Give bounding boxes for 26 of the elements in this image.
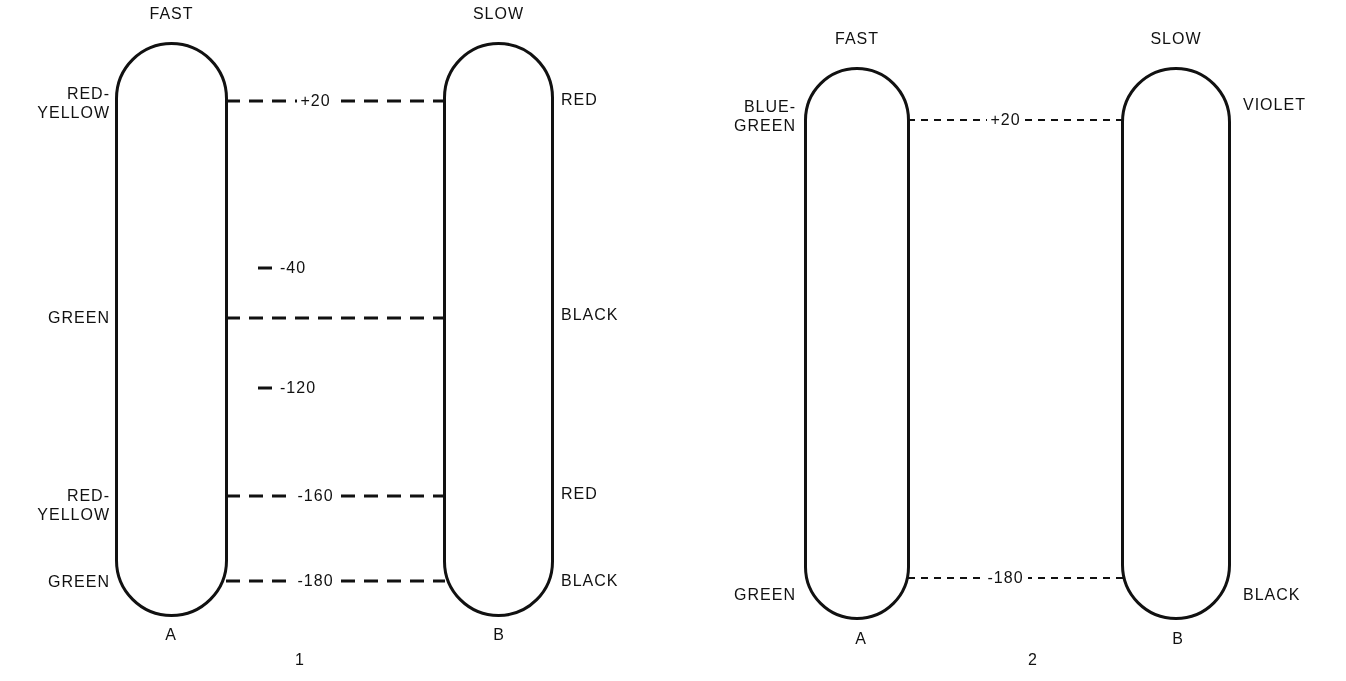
tube-heading: SLOW (471, 4, 526, 23)
color-label: BLACK (561, 305, 619, 324)
color-label: VIOLET (1243, 95, 1306, 114)
color-label: BLUE-GREEN (733, 97, 796, 135)
value-label: -40 (280, 258, 307, 277)
value-label: -120 (280, 378, 317, 397)
tube-letter: B (1171, 629, 1185, 648)
color-label: BLACK (561, 571, 619, 590)
tube-letter: A (854, 629, 868, 648)
color-label: GREEN (47, 308, 110, 327)
dashed-line (226, 316, 445, 320)
color-label: GREEN (47, 572, 110, 591)
figure-number: 1 (295, 650, 305, 669)
tube-letter: B (492, 625, 506, 644)
color-label: RED-YELLOW (36, 84, 110, 122)
color-label: RED-YELLOW (36, 486, 110, 524)
figure-number: 2 (1028, 650, 1038, 669)
tube-heading: SLOW (1149, 29, 1203, 48)
color-label: RED (561, 90, 598, 109)
dashed-line (907, 119, 1124, 121)
tube-heading: FAST (148, 4, 195, 23)
color-label: RED (561, 484, 598, 503)
color-label: GREEN (733, 585, 796, 604)
tube-letter: A (164, 625, 178, 644)
tube-heading: FAST (834, 29, 880, 48)
color-label: BLACK (1243, 585, 1301, 604)
